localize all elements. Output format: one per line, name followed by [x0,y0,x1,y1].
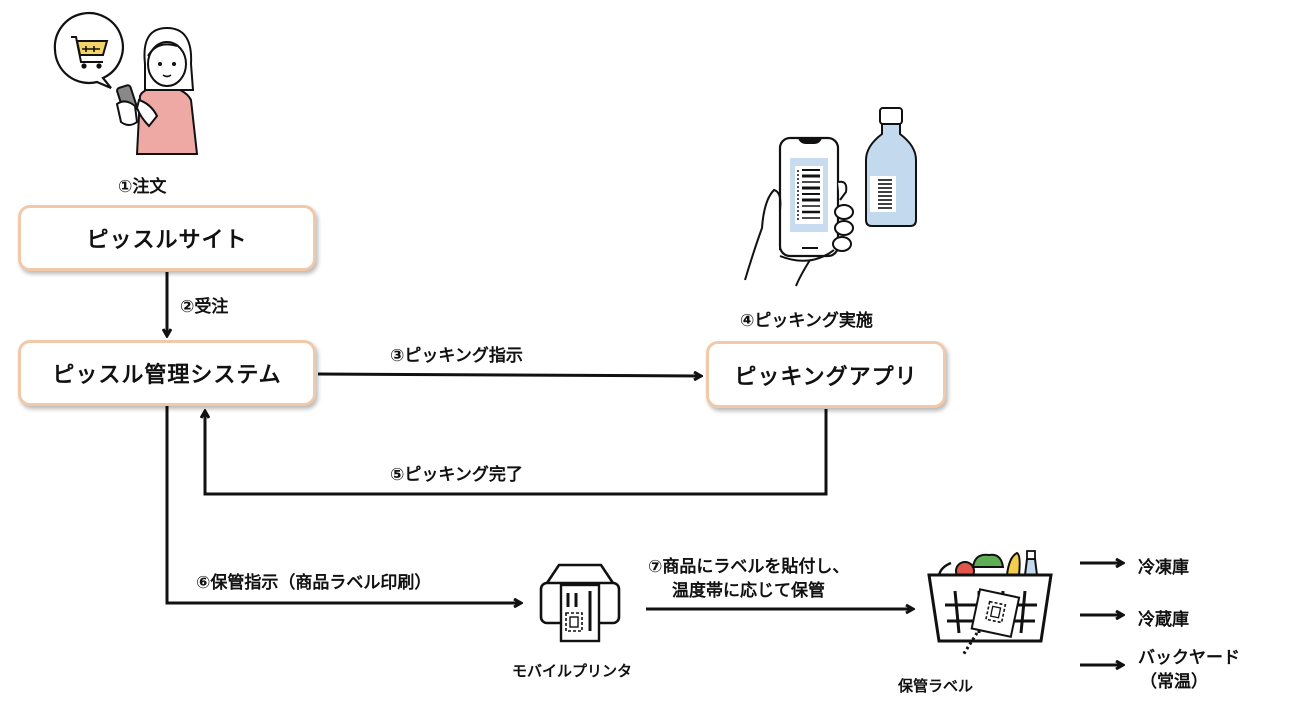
step4-picking-execution-label: ④ピッキング実施 [740,311,873,331]
shopping-cart-icon [71,36,109,69]
mobile-printer-caption: モバイルプリンタ [512,662,633,680]
bottle-icon [865,107,917,227]
step1-order-label: ①注文 [118,177,167,197]
node-picking-app: ピッキングアプリ [706,341,946,408]
node-management-system-label: ピッスル管理システム [52,363,282,388]
step6-storage-instruction-label: ⑥保管指示（商品ラベル印刷） [196,573,432,593]
hand-icon [744,180,854,287]
woman-icon [115,26,199,155]
storage-basket-icon [927,550,1053,655]
destination-backyard-line1: バックヤード [1138,648,1240,668]
picking-scan-illustration [744,107,917,287]
step7-line2-label: 温度帯に応じて保管 [672,581,825,601]
arrow-step3-picking-instruction [317,374,700,376]
node-pissle-site: ピッスルサイト [18,205,316,271]
node-pissle-management-system: ピッスル管理システム [18,340,316,406]
arrow-step6-storage-instruction [165,406,520,603]
step2-order-received-label: ②受注 [180,297,229,317]
step5-picking-complete-label: ⑤ピッキング完了 [390,465,523,485]
storage-label-tag-icon [970,588,1021,638]
smartphone-icon [778,136,840,258]
step3-picking-instruction-label: ③ピッキング指示 [390,346,523,366]
customer-ordering-illustration [53,11,199,155]
arrow-step5-picking-complete [205,409,828,496]
destination-refrigerator: 冷蔵庫 [1138,610,1189,630]
node-picking-app-label: ピッキングアプリ [734,364,918,390]
mobile-printer-icon [539,563,621,643]
storage-label-caption: 保管ラベル [898,677,974,695]
node-pissle-site-label: ピッスルサイト [86,228,248,253]
step7-line1-label: ⑦商品にラベルを貼付し、 [648,557,850,577]
destination-backyard-line2: （常温） [1140,672,1208,692]
destination-freezer: 冷凍庫 [1138,558,1189,578]
